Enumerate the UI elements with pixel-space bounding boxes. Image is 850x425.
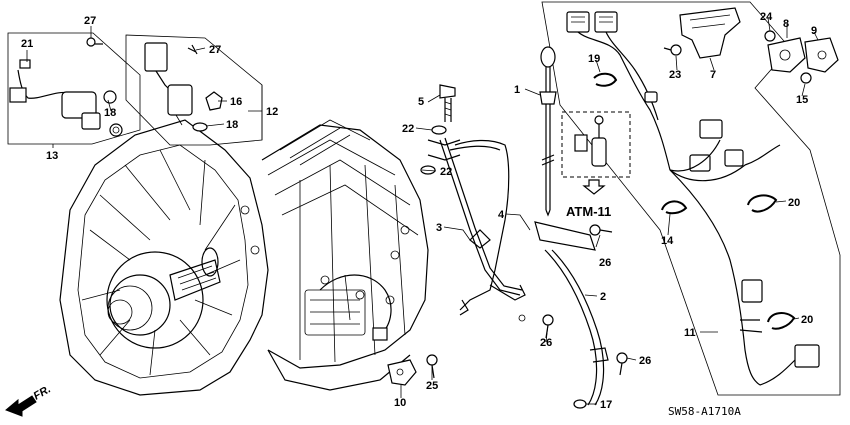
callout-26-c: 26 — [639, 355, 651, 367]
callout-1: 1 — [514, 84, 520, 96]
dipstick-1 — [539, 46, 557, 217]
washer-22-b — [420, 165, 436, 175]
arrow-to-atm11 — [582, 179, 606, 195]
reference-label: ATM-11 — [566, 204, 611, 219]
callout-16: 16 — [230, 96, 242, 108]
o-ring-17 — [573, 399, 587, 409]
callout-3: 3 — [436, 222, 442, 234]
callout-10: 10 — [394, 397, 406, 409]
callout-25: 25 — [426, 380, 438, 392]
detail-box-atm — [561, 111, 631, 178]
callout-22-b: 22 — [440, 166, 452, 178]
callout-21: 21 — [21, 38, 33, 50]
callout-27-a: 27 — [84, 15, 96, 27]
bolt-24 — [764, 30, 776, 42]
callout-13: 13 — [46, 150, 58, 162]
pipe-fitting — [427, 139, 461, 161]
callout-18-b: 18 — [226, 119, 238, 131]
oil-pipe-3 — [449, 139, 510, 316]
wire-harness-11 — [566, 11, 820, 386]
front-label: FR. — [32, 383, 53, 402]
clip-14 — [661, 200, 688, 215]
callout-14: 14 — [661, 235, 674, 247]
sensor-8 — [767, 37, 806, 73]
callout-20-a: 20 — [788, 197, 800, 209]
callout-24: 24 — [760, 11, 773, 23]
group-box-11 — [541, 1, 841, 396]
bolt-26-c — [616, 352, 628, 376]
sensor-9 — [804, 37, 839, 73]
callout-19: 19 — [588, 53, 600, 65]
diagram-code: SW58-A1710A — [668, 405, 741, 418]
callout-15: 15 — [796, 94, 808, 106]
callout-22-a: 22 — [402, 123, 414, 135]
callout-27-b: 27 — [209, 44, 221, 56]
callout-5: 5 — [418, 96, 424, 108]
callout-12: 12 — [266, 106, 278, 118]
detail-sensor — [574, 115, 607, 167]
clip-19 — [593, 72, 618, 87]
callout-20-b: 20 — [801, 314, 813, 326]
nut-15 — [800, 72, 812, 84]
bolt-26-a — [589, 224, 613, 236]
bracket-10 — [387, 359, 417, 386]
clip-20-b — [767, 312, 796, 330]
clip-20-a — [747, 194, 778, 213]
washer-22-a — [431, 125, 447, 135]
group-box-13 — [7, 32, 141, 145]
bolt-23 — [663, 44, 682, 56]
callout-11: 11 — [684, 327, 696, 339]
callout-26-a: 26 — [599, 257, 611, 269]
callout-4: 4 — [498, 209, 505, 221]
leader-lines — [26, 17, 819, 405]
sensor-assembly-13 — [9, 37, 123, 137]
front-arrow: FR. — [5, 383, 53, 417]
oil-pipe-4 — [439, 137, 526, 322]
callout-9: 9 — [811, 25, 817, 37]
oil-pipe-2 — [534, 221, 609, 406]
callout-18-a: 18 — [104, 107, 116, 119]
callout-23: 23 — [669, 69, 681, 81]
callout-17: 17 — [600, 399, 612, 411]
group-box-12 — [125, 34, 263, 146]
sensor-assembly-12 — [144, 42, 223, 132]
transmission-assembly — [59, 119, 429, 396]
callout-7: 7 — [710, 69, 716, 81]
callout-8: 8 — [783, 18, 789, 30]
callout-26-b: 26 — [540, 337, 552, 349]
bracket-7 — [679, 7, 741, 59]
callout-2: 2 — [600, 291, 606, 303]
banjo-bolt-5 — [439, 84, 456, 122]
